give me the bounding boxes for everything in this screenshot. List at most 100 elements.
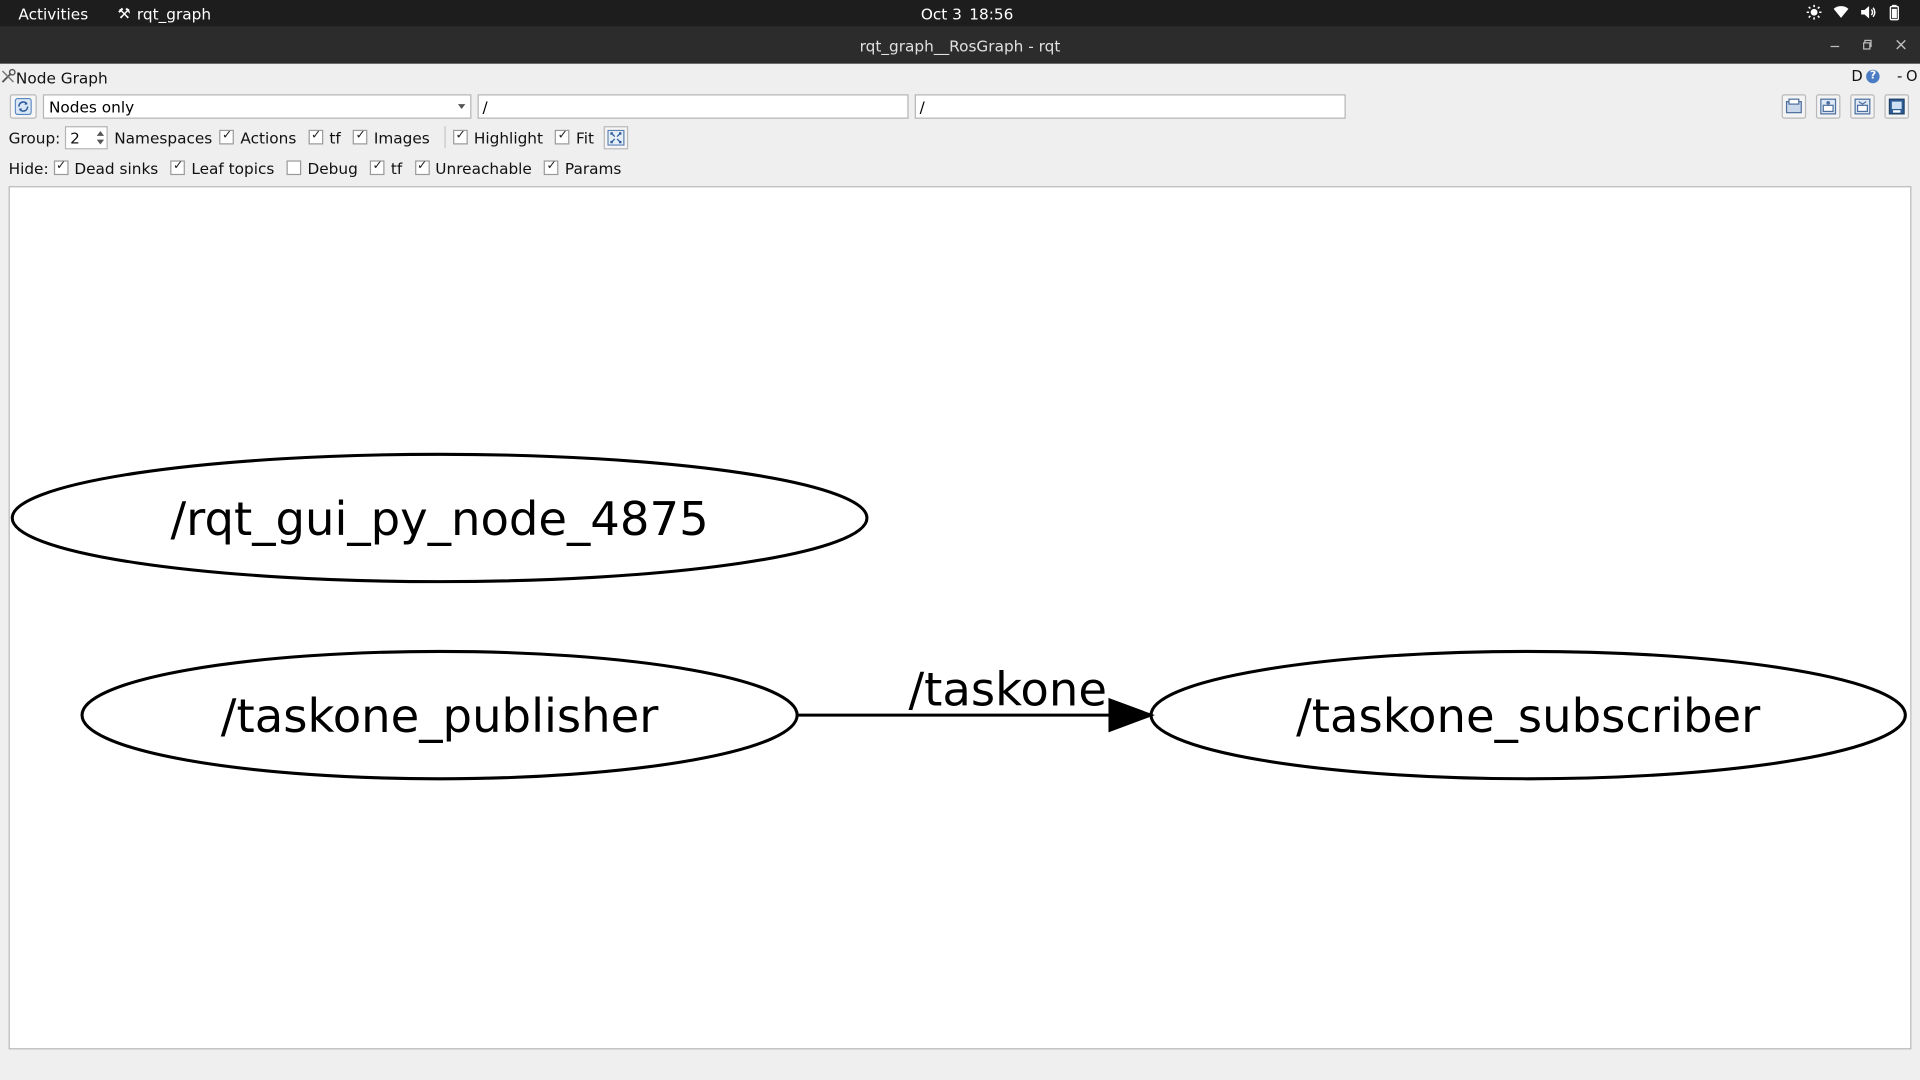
dock-d-button[interactable]: D: [1851, 67, 1863, 85]
edge-arrowhead: [1108, 697, 1155, 733]
system-tray[interactable]: [1806, 4, 1903, 21]
window-controls: [1826, 36, 1910, 54]
save-dot-button[interactable]: [1815, 94, 1841, 119]
node-ellipse[interactable]: [10, 452, 869, 584]
dead-sinks-label: Dead sinks: [74, 158, 159, 177]
fit-label: Fit: [576, 127, 594, 147]
tf-label: tf: [329, 127, 341, 147]
graph-toolbar: Nodes only / /: [0, 93, 1920, 120]
window-title-bar[interactable]: rqt_graph__RosGraph - rqt: [0, 26, 1920, 64]
wifi-icon[interactable]: [1833, 4, 1849, 21]
leaf-topics-checkbox[interactable]: Leaf topics: [170, 158, 275, 177]
restore-icon: [1863, 39, 1872, 50]
plugin-tools-icon: [1, 68, 16, 83]
dock-close-button[interactable]: O: [1905, 67, 1918, 85]
graph-mode-value: Nodes only: [48, 97, 135, 117]
open-file-icon: [1785, 98, 1802, 114]
graph-mode-select[interactable]: Nodes only: [42, 94, 472, 119]
graph-node[interactable]: /rqt_gui_py_node_4875: [10, 452, 869, 584]
hide-tf-checkbox[interactable]: tf: [370, 159, 402, 177]
dead-sinks-checkbox[interactable]: Dead sinks: [53, 158, 159, 177]
node-label: /taskone_subscriber: [1296, 689, 1761, 743]
volume-icon[interactable]: [1860, 4, 1876, 21]
save-svg-icon: [1854, 98, 1871, 115]
topic-filter-value: /: [919, 97, 925, 117]
topic-filter-input[interactable]: /: [914, 94, 1346, 119]
group-spinbox[interactable]: 2: [65, 125, 109, 149]
unreachable-checkbox-box[interactable]: [414, 160, 430, 176]
fit-checkbox[interactable]: Fit: [555, 128, 594, 146]
images-checkbox-box[interactable]: [353, 129, 368, 145]
hide-label: Hide:: [8, 158, 49, 177]
params-label: Params: [564, 158, 622, 177]
actions-checkbox-box[interactable]: [219, 129, 235, 145]
namespace-filter-input[interactable]: /: [477, 94, 909, 119]
group-label: Group:: [8, 127, 61, 147]
battery-icon[interactable]: [1887, 4, 1903, 21]
leaf-topics-checkbox-box[interactable]: [170, 160, 186, 176]
refresh-icon: [14, 97, 32, 116]
separator: [444, 126, 446, 149]
group-value: 2: [70, 127, 80, 147]
spin-down-icon[interactable]: [97, 138, 105, 144]
dock-title: Node Graph: [15, 68, 108, 87]
leaf-topics-label: Leaf topics: [191, 158, 275, 177]
highlight-checkbox[interactable]: Highlight: [453, 128, 543, 146]
close-icon: [1896, 39, 1906, 50]
minimize-button[interactable]: [1826, 36, 1844, 54]
accessibility-icon[interactable]: [1806, 4, 1822, 21]
spin-up-icon[interactable]: [97, 130, 105, 136]
graph-options-row: Group: 2 Namespaces Actions tf Images Hi…: [9, 125, 629, 149]
debug-label: Debug: [307, 158, 358, 177]
save-image-button[interactable]: [1884, 94, 1909, 119]
hide-options-row: Hide: Dead sinks Leaf topics Debug tf Un…: [9, 156, 634, 180]
actions-label: Actions: [240, 127, 297, 147]
chevron-down-icon: [457, 104, 466, 109]
dead-sinks-checkbox-box[interactable]: [53, 160, 69, 176]
unreachable-checkbox[interactable]: Unreachable: [414, 159, 532, 177]
actions-checkbox[interactable]: Actions: [219, 127, 297, 147]
graph-edge[interactable]: /taskone: [797, 662, 1155, 733]
params-checkbox[interactable]: Params: [544, 159, 621, 177]
graph-canvas[interactable]: /rqt_gui_py_node_4875 /taskone_publisher…: [8, 186, 1912, 1050]
graph-node[interactable]: /taskone_publisher: [80, 649, 799, 781]
close-button[interactable]: [1892, 36, 1910, 54]
graph-svg[interactable]: /rqt_gui_py_node_4875 /taskone_publisher…: [10, 187, 1910, 1048]
fit-view-icon: [607, 129, 625, 146]
export-buttons: [1781, 94, 1909, 119]
fit-checkbox-box[interactable]: [555, 129, 570, 145]
graph-node[interactable]: /taskone_subscriber: [1149, 649, 1907, 781]
dock-title-bar[interactable]: Node Graph D ? - O: [0, 66, 1920, 88]
load-dot-button[interactable]: [1781, 94, 1807, 119]
node-label: /taskone_publisher: [221, 689, 659, 743]
refresh-button[interactable]: [9, 94, 37, 119]
window-title: rqt_graph__RosGraph - rqt: [859, 36, 1061, 56]
debug-checkbox-box[interactable]: [286, 160, 302, 176]
tools-icon: ⚒: [117, 4, 131, 23]
save-dot-icon: [1820, 98, 1837, 115]
save-image-icon: [1888, 98, 1905, 115]
dock-title-controls: D ? - O: [1851, 67, 1917, 84]
edge-label: /taskone: [909, 662, 1108, 716]
highlight-label: Highlight: [473, 127, 543, 147]
app-menu[interactable]: ⚒ rqt_graph: [118, 4, 212, 24]
clock-date: Oct 3: [920, 4, 962, 24]
namespace-filter-value: /: [482, 97, 488, 117]
maximize-button[interactable]: [1859, 36, 1877, 54]
save-svg-button[interactable]: [1850, 94, 1875, 119]
images-label: Images: [373, 127, 430, 147]
dock-minimize-button[interactable]: -: [1896, 67, 1903, 85]
hide-tf-label: tf: [390, 158, 403, 177]
activities-button[interactable]: Activities: [18, 4, 89, 24]
help-icon[interactable]: ?: [1866, 69, 1880, 83]
debug-checkbox[interactable]: Debug: [286, 158, 358, 177]
hide-tf-checkbox-box[interactable]: [370, 160, 385, 176]
params-checkbox-box[interactable]: [544, 160, 559, 176]
tf-checkbox[interactable]: tf: [308, 127, 341, 147]
highlight-checkbox-box[interactable]: [453, 129, 468, 145]
tf-checkbox-box[interactable]: [308, 129, 324, 145]
images-checkbox[interactable]: Images: [353, 128, 430, 146]
fit-in-view-button[interactable]: [603, 125, 629, 149]
namespaces-label[interactable]: Namespaces: [114, 127, 213, 147]
